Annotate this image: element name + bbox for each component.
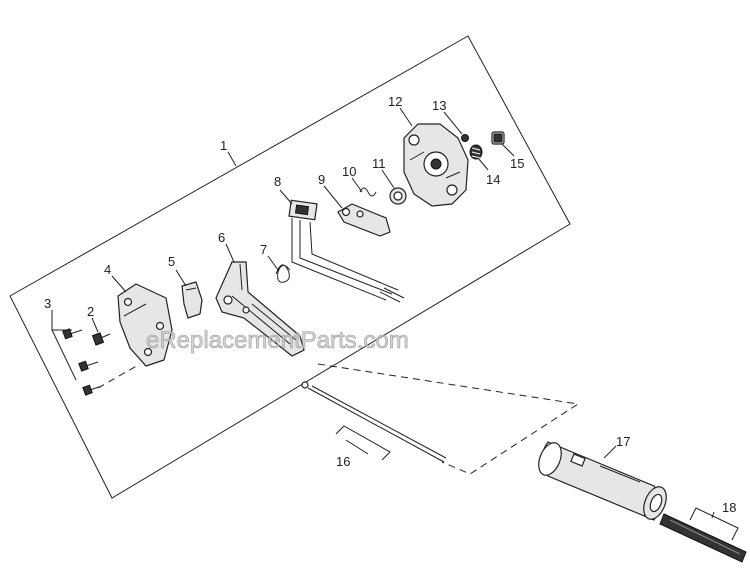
assembly-line-3-4	[97, 363, 141, 389]
callout-5: 5	[168, 254, 175, 269]
callout-13: 13	[432, 98, 446, 113]
callout-1: 1	[220, 138, 227, 153]
part-5-clip[interactable]	[181, 281, 203, 319]
part-17-tube[interactable]	[534, 439, 670, 522]
callout-6: 6	[218, 230, 225, 245]
part-11-plug[interactable]	[389, 187, 407, 205]
callout-8: 8	[274, 174, 281, 189]
part-7-spring[interactable]	[275, 264, 291, 283]
part-4-cover[interactable]	[117, 283, 173, 367]
part-8-switch[interactable]	[288, 199, 405, 303]
callout-4: 4	[104, 262, 111, 277]
callout-14: 14	[486, 172, 500, 187]
callout-12: 12	[388, 94, 402, 109]
part-2-screw[interactable]	[91, 332, 111, 346]
part-12-housing[interactable]	[403, 123, 469, 207]
leader-lines	[51, 107, 739, 541]
part-6-trigger[interactable]	[215, 261, 305, 357]
callout-16: 16	[336, 454, 350, 469]
watermark: eReplacementParts.com	[146, 327, 409, 354]
callout-11: 11	[372, 156, 386, 171]
callout-10: 10	[342, 164, 356, 179]
part-9-lever[interactable]	[337, 203, 391, 237]
callout-3: 3	[44, 296, 51, 311]
assembly-frame	[9, 35, 571, 499]
part-14-spring[interactable]	[469, 144, 483, 160]
part-15-screw[interactable]	[491, 131, 505, 145]
callout-2: 2	[87, 304, 94, 319]
callout-7: 7	[260, 242, 267, 257]
part-10-spring[interactable]	[359, 187, 377, 197]
callout-15: 15	[510, 156, 524, 171]
part-3-screws[interactable]	[62, 328, 103, 396]
part-13-ball[interactable]	[461, 134, 469, 142]
callout-9: 9	[318, 172, 325, 187]
callout-17: 17	[616, 434, 630, 449]
part-18-grip[interactable]	[659, 513, 747, 563]
callout-18: 18	[722, 500, 736, 515]
assembly-line-cable-route	[317, 363, 580, 475]
part-16-cable[interactable]	[301, 381, 447, 463]
